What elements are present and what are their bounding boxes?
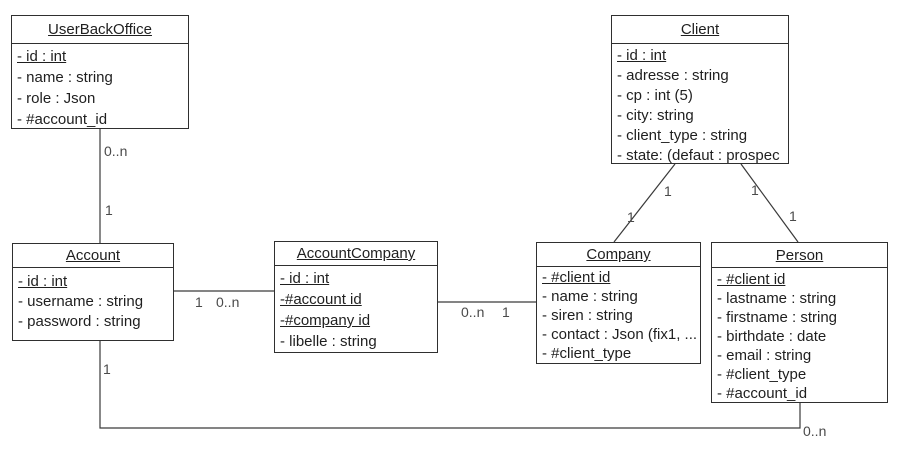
attribute: - #client id	[542, 269, 611, 286]
entity-userbackoffice-attrs: - id : int - name : string - role : Json…	[12, 44, 188, 128]
multiplicity-label: 1	[103, 361, 111, 377]
entity-account-title: Account	[13, 244, 173, 268]
entity-accountcompany-attrs: - id : int -#account id -#company id - l…	[275, 266, 437, 352]
multiplicity-label: 1	[502, 304, 510, 320]
multiplicity-label: 1	[789, 208, 797, 224]
attribute: - id : int	[18, 273, 68, 290]
multiplicity-label: 1	[751, 182, 759, 198]
entity-userbackoffice-title: UserBackOffice	[12, 16, 188, 44]
attribute: - role : Json	[17, 90, 96, 107]
entity-person[interactable]: Person - #client id - lastname : string …	[711, 242, 888, 403]
attribute: - name : string	[542, 288, 638, 305]
attribute: - #client id	[717, 271, 786, 288]
entity-client-attrs: - id : int - adresse : string - cp : int…	[612, 44, 788, 164]
relation-line-client-company	[613, 163, 676, 243]
entity-userbackoffice[interactable]: UserBackOffice - id : int - name : strin…	[11, 15, 189, 129]
attribute: - password : string	[18, 313, 141, 330]
multiplicity-label: 0..n	[104, 143, 128, 159]
attribute: - #client_type	[717, 366, 807, 383]
entity-client-title: Client	[612, 16, 788, 44]
entity-person-title: Person	[712, 243, 887, 268]
attribute: - #account_id	[717, 385, 808, 402]
attribute: - contact : Json (fix1, ...	[542, 326, 698, 343]
entity-accountcompany-title: AccountCompany	[275, 242, 437, 266]
attribute: - firstname : string	[717, 309, 838, 326]
attribute: - name : string	[17, 69, 113, 86]
entity-account-attrs: - id : int - username : string - passwor…	[13, 268, 173, 332]
attribute: - id : int	[617, 47, 667, 64]
attribute: - cp : int (5)	[617, 87, 693, 104]
relation-line-account-person	[99, 341, 801, 429]
attribute: - #client_type	[542, 345, 632, 362]
multiplicity-label: 1	[195, 294, 203, 310]
entity-client[interactable]: Client - id : int - adresse : string - c…	[611, 15, 789, 164]
attribute: - adresse : string	[617, 67, 729, 84]
multiplicity-label: 1	[105, 202, 113, 218]
relation-line-client-person	[740, 163, 799, 243]
multiplicity-label: 1	[627, 209, 635, 225]
attribute: - state: (defaut : prospec	[617, 147, 780, 164]
entity-company-title: Company	[537, 243, 700, 267]
attribute: - #account_id	[17, 111, 108, 128]
entity-company[interactable]: Company - #client id - name : string - s…	[536, 242, 701, 364]
attribute: - libelle : string	[280, 333, 377, 350]
multiplicity-label: 0..n	[461, 304, 485, 320]
entity-company-attrs: - #client id - name : string - siren : s…	[537, 267, 700, 363]
attribute: - birthdate : date	[717, 328, 827, 345]
attribute: - lastname : string	[717, 290, 837, 307]
multiplicity-label: 0..n	[216, 294, 240, 310]
attribute: - email : string	[717, 347, 812, 364]
multiplicity-label: 1	[664, 183, 672, 199]
entity-accountcompany[interactable]: AccountCompany - id : int -#account id -…	[274, 241, 438, 353]
attribute: - client_type : string	[617, 127, 748, 144]
attribute: -#account id	[280, 291, 362, 308]
attribute: - id : int	[17, 48, 67, 65]
entity-person-attrs: - #client id - lastname : string - first…	[712, 268, 887, 402]
multiplicity-label: 0..n	[803, 423, 827, 439]
attribute: - city: string	[617, 107, 694, 124]
attribute: -#company id	[280, 312, 371, 329]
attribute: - siren : string	[542, 307, 633, 324]
attribute: - username : string	[18, 293, 144, 310]
entity-account[interactable]: Account - id : int - username : string -…	[12, 243, 174, 341]
attribute: - id : int	[280, 270, 330, 287]
